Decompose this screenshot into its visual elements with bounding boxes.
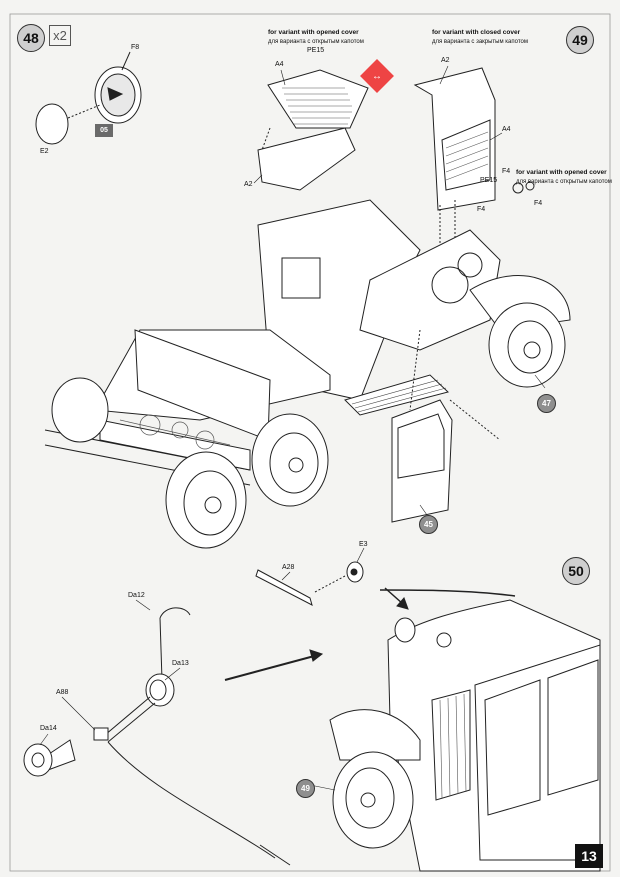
ref-badge-49: 49 xyxy=(296,779,315,798)
part-label: E2 xyxy=(40,148,49,155)
note-closed-cover: for variant with closed cover для вариан… xyxy=(432,28,528,47)
front-wheel-step50 xyxy=(332,751,414,849)
part-label: A88 xyxy=(56,689,69,696)
multiplier-badge: x2 xyxy=(49,25,71,46)
note-opened2-ru: для варианта с открытым капотом xyxy=(516,179,612,185)
part-label: E3 xyxy=(359,541,368,548)
part-label: F4 xyxy=(502,168,511,175)
assembly-arrow xyxy=(224,654,319,681)
headlight-arrow-icon xyxy=(107,87,124,101)
part-label: F4 xyxy=(534,200,543,207)
headlight-bracket xyxy=(255,569,313,606)
note-opened-cover: for variant with opened cover для вариан… xyxy=(268,28,364,47)
part-label: Da13 xyxy=(172,660,189,667)
variant-symbol-icon: ↔ xyxy=(360,59,394,93)
front-wheel xyxy=(488,302,566,388)
part-label: Da12 xyxy=(128,592,145,599)
part-label: PE15 xyxy=(480,177,498,184)
part-label: F4 xyxy=(477,206,486,213)
part-label: A2 xyxy=(441,57,450,64)
part-label: Da14 xyxy=(40,725,57,732)
rear-wheel-back xyxy=(251,413,329,507)
page-number: 13 xyxy=(575,844,603,868)
ref-badge-45: 45 xyxy=(419,515,438,534)
note-opened-ru: для варианта с открытым капотом xyxy=(268,39,364,45)
part-label: F8 xyxy=(131,44,140,51)
step-48-marker: 48 xyxy=(17,24,45,52)
part-label: A4 xyxy=(275,61,284,68)
note-opened-cover-2: for variant with opened cover для вариан… xyxy=(516,168,612,187)
note-opened-en: for variant with opened cover xyxy=(268,29,359,36)
grille-panel-top xyxy=(267,69,369,129)
horn-bell xyxy=(23,743,53,777)
step-49-marker: 49 xyxy=(566,26,594,54)
note-opened2-en: for variant with opened cover xyxy=(516,169,607,176)
headlight-lens xyxy=(35,103,69,145)
ref-badge-47: 47 xyxy=(537,394,556,413)
part-label: PE15 xyxy=(307,47,325,54)
rear-wheel-front xyxy=(165,451,247,549)
ref-badge-05: 05 xyxy=(95,124,113,137)
part-label: A4 xyxy=(502,126,511,133)
part-label: A2 xyxy=(244,181,253,188)
note-closed-en: for variant with closed cover xyxy=(432,29,521,36)
note-closed-ru: для варианта с закрытым капотом xyxy=(432,39,528,45)
hood-side-panel xyxy=(257,127,356,191)
step-50-marker: 50 xyxy=(562,557,590,585)
part-label: A28 xyxy=(282,564,295,571)
